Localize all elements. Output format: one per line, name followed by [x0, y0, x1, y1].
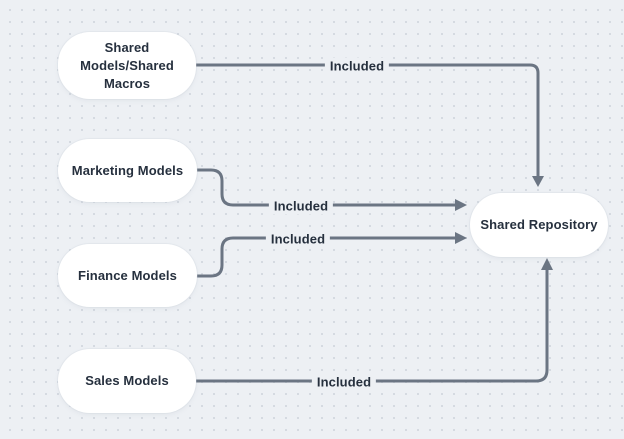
- edge-sales-to-repository: [196, 270, 549, 383]
- node-sales-models: Sales Models: [58, 349, 196, 413]
- arrowhead-right-icon: [455, 232, 467, 244]
- node-marketing-models: Marketing Models: [58, 139, 197, 202]
- arrowhead-down-icon: [532, 176, 544, 187]
- node-shared-repository: Shared Repository: [470, 193, 608, 257]
- edge-finance-to-repository: [196, 236, 455, 278]
- node-shared-models: Shared Models/Shared Macros: [58, 32, 196, 99]
- edge-label-included-marketing: Included: [268, 197, 334, 215]
- arrowhead-right-icon: [455, 199, 467, 211]
- node-finance-models: Finance Models: [58, 244, 197, 307]
- edge-label-included-sales: Included: [311, 373, 377, 391]
- edge-label-included-finance: Included: [265, 230, 331, 248]
- edge-shared-models-to-repository: [196, 63, 540, 176]
- edge-label-included-shared-models: Included: [324, 57, 390, 75]
- edge-marketing-to-repository: [196, 168, 455, 207]
- arrowhead-up-icon: [541, 258, 553, 270]
